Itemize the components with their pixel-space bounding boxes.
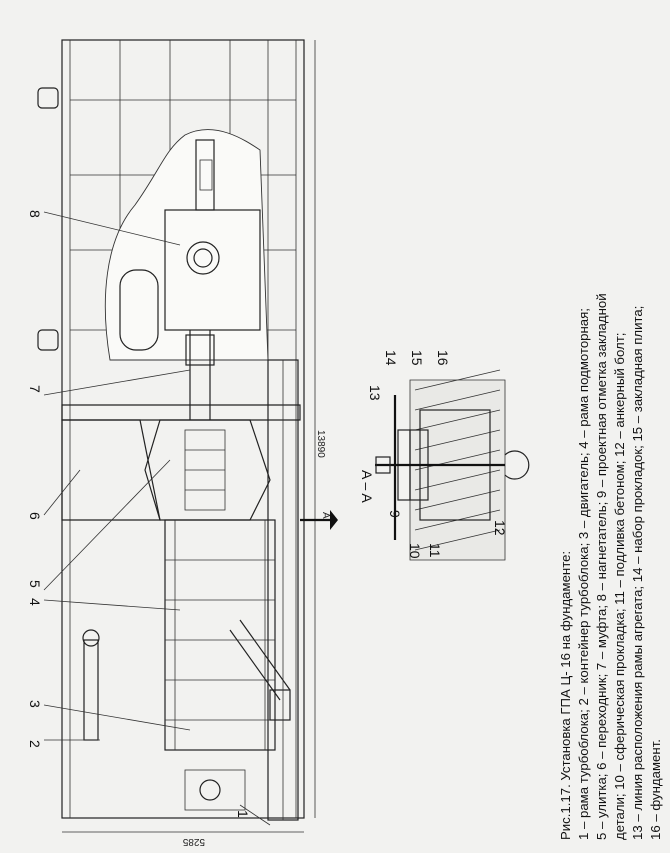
- caption-line-3: 5 – улитка; 6 – переходник; 7 – муфта; 8…: [594, 293, 609, 840]
- section-label-13: 13: [367, 385, 383, 401]
- oil-cylinder: [119, 269, 159, 351]
- cutaway-region: [104, 129, 269, 361]
- transition-piece: [61, 404, 301, 421]
- callout-2: 2: [27, 740, 43, 748]
- section-a-a-detail: A – A 13 14 15 16 9 10 11 12: [359, 350, 530, 561]
- callout-8: 8: [27, 210, 43, 218]
- section-label-11: 11: [427, 543, 443, 558]
- caption-line-6: 16 – фундамент.: [648, 739, 663, 840]
- caption-line-2: 1 – рама турбоблока; 2 – контейнер турбо…: [576, 308, 591, 840]
- section-label-14: 14: [383, 350, 399, 366]
- dimension-total: 13890: [315, 430, 326, 458]
- foundation-block: [409, 379, 506, 561]
- section-label-15: 15: [409, 350, 425, 366]
- section-title: A – A: [359, 470, 375, 503]
- caption-line-5: 13 – линия расположения рамы агрегата; 1…: [630, 306, 645, 840]
- callout-7: 7: [27, 385, 43, 393]
- section-marker-a: A: [320, 512, 331, 519]
- section-label-10: 10: [407, 543, 423, 559]
- exhaust-pipe: [83, 639, 99, 741]
- callouts: 1 2 3 4 5 6 7 8: [27, 210, 271, 826]
- caption-line-4: детали; 10 – сферическая прокладка; 11 –…: [612, 333, 627, 840]
- caption-line-1: Рис.1.17. Установка ГПА Ц- 16 на фундаме…: [558, 551, 573, 840]
- gpa-assembly-drawing: 13890 5285 A: [37, 39, 338, 847]
- callout-3: 3: [27, 700, 43, 708]
- section-label-12: 12: [492, 520, 508, 536]
- callout-5: 5: [27, 580, 43, 588]
- callout-1: 1: [235, 810, 251, 818]
- figure-caption: Рис.1.17. Установка ГПА Ц- 16 на фундаме…: [558, 293, 663, 840]
- callout-6: 6: [27, 512, 43, 520]
- callout-4: 4: [27, 598, 43, 606]
- section-label-16: 16: [435, 350, 451, 366]
- engine-casing: [164, 519, 276, 751]
- dimension-height: 5285: [182, 836, 205, 847]
- section-label-9: 9: [387, 510, 403, 518]
